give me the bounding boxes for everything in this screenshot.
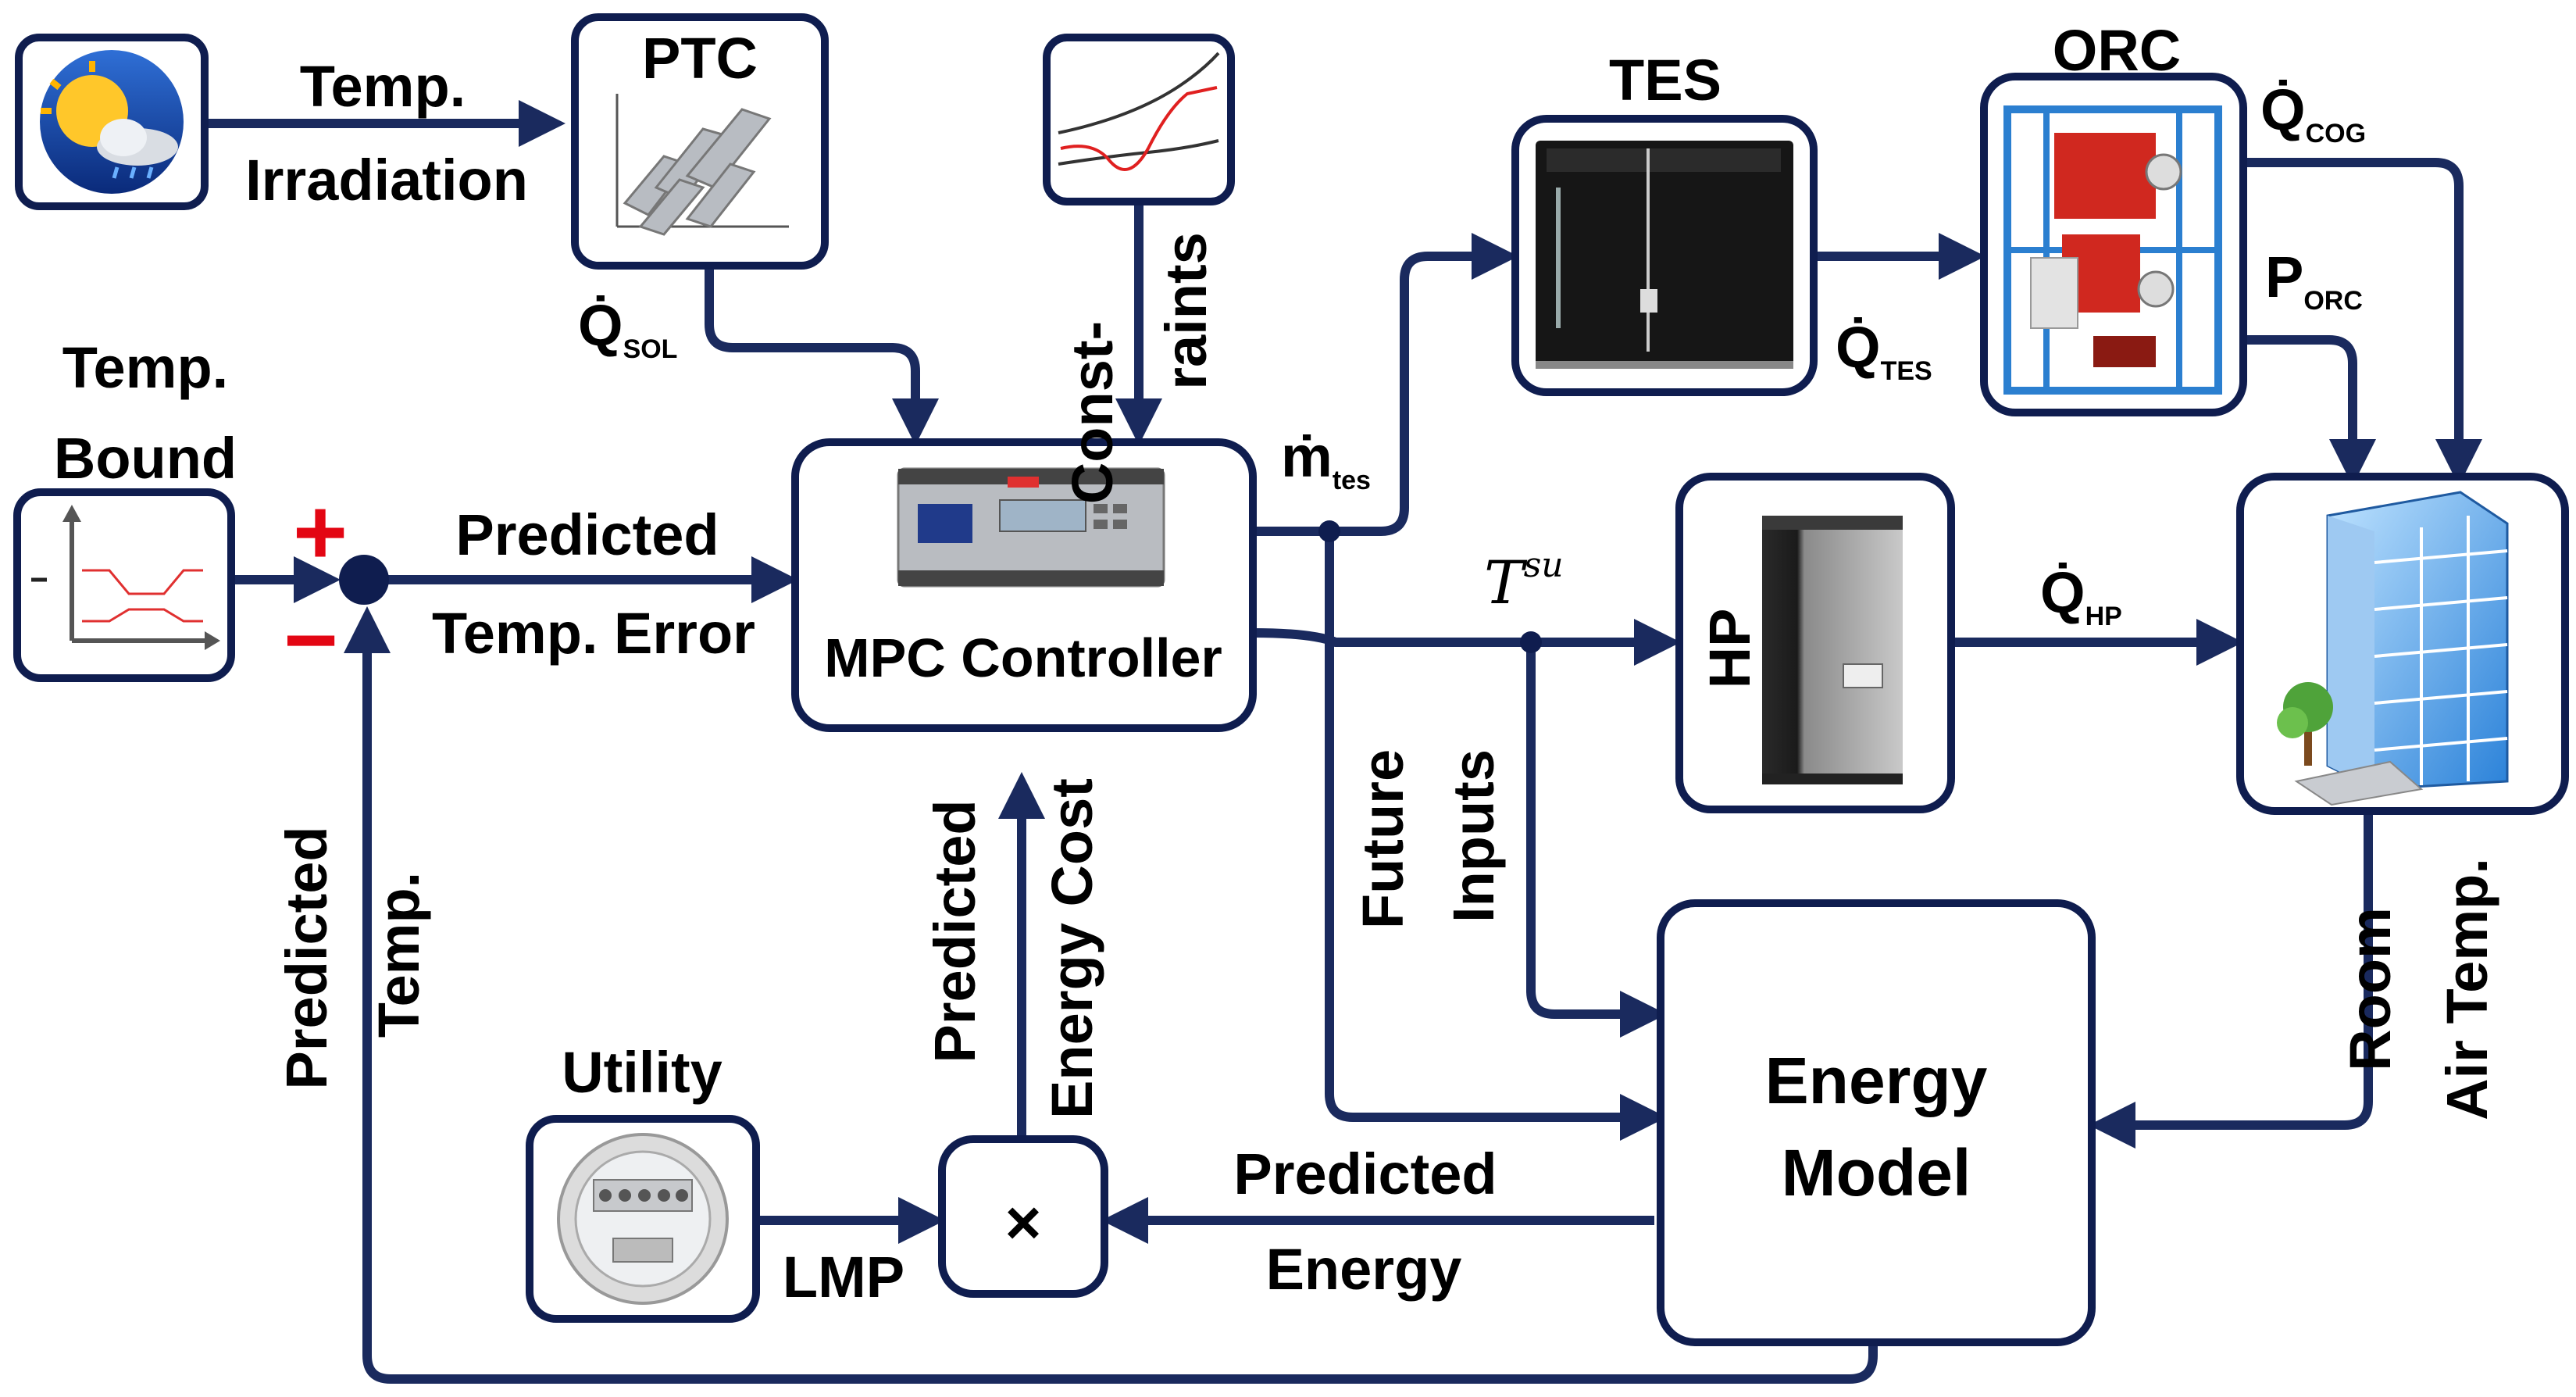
hp-block xyxy=(1675,473,1955,813)
q-sol-sub: SOL xyxy=(623,334,678,364)
utility-title: Utility xyxy=(562,1040,722,1105)
constraints-label-line1: Const- xyxy=(1060,321,1125,504)
ptc-title: PTC xyxy=(642,26,758,91)
solar-collector-icon xyxy=(615,94,789,236)
q-cog-label: Q̇COG xyxy=(2260,77,2366,148)
room-temp-to-energy-model-arrow xyxy=(2089,811,2373,1149)
temp-bound-box xyxy=(13,488,235,682)
q-sol-main: Q̇ xyxy=(578,293,623,358)
mtes-to-energy-model-arrow xyxy=(1325,531,1667,1141)
predicted-temp-line2: Temp. xyxy=(366,872,431,1038)
irradiation-label: Irradiation xyxy=(245,148,528,213)
predicted-temp-error-line1: Predicted xyxy=(455,502,719,567)
mpc-controller-block xyxy=(791,438,1257,732)
q-hp-sub: HP xyxy=(2085,602,2122,631)
t-su-main: T xyxy=(1484,548,1528,617)
predicted-temp-line1: Predicted xyxy=(274,826,339,1089)
energy-model-label-line1: Energy xyxy=(1765,1044,1988,1117)
thermal-storage-tank-icon xyxy=(1536,141,1793,369)
tes-block xyxy=(1511,115,1818,396)
energy-model-label-line2: Model xyxy=(1782,1136,1971,1209)
hp-label: HP xyxy=(1697,609,1762,689)
tsu-to-energy-model-arrow xyxy=(1526,642,1667,1038)
utility-block xyxy=(526,1115,760,1323)
mtes-junction-dot xyxy=(1318,520,1340,542)
summing-junction xyxy=(339,555,389,605)
t-su-label: Tsu xyxy=(1484,545,1564,617)
q-tes-main: Q̇ xyxy=(1836,315,1881,380)
orc-title: ORC xyxy=(2053,18,2181,83)
temp-bound-label-line2: Bound xyxy=(54,426,237,491)
m-tes-label: ṁtes xyxy=(1281,424,1371,495)
constraints-label-line2: raints xyxy=(1154,232,1218,390)
multiply-symbol: × xyxy=(1005,1188,1042,1257)
temp-label: Temp. xyxy=(300,54,466,119)
office-building-icon xyxy=(2277,491,2509,806)
plus-sign: + xyxy=(293,480,348,584)
orc-cog-to-building-arrow xyxy=(2243,158,2482,486)
orc-unit-icon xyxy=(2003,105,2222,395)
heat-pump-icon xyxy=(1762,516,1903,784)
mpc-controller-label: MPC Controller xyxy=(824,627,1222,688)
q-hp-label: Q̇HP xyxy=(2040,560,2122,631)
p-orc-main: P xyxy=(2265,245,2303,309)
controller-to-hp-arrow xyxy=(1252,619,1681,666)
ptc-to-controller-arrow xyxy=(705,264,939,445)
constraints-block xyxy=(1043,34,1235,205)
connection-lines xyxy=(205,100,2482,1384)
temp-bound-label-line1: Temp. xyxy=(62,335,228,400)
predicted-temp-feedback-arrow xyxy=(344,606,1878,1384)
q-cog-main: Q̇ xyxy=(2260,77,2306,142)
ptc-block xyxy=(571,13,829,270)
q-tes-label: Q̇TES xyxy=(1836,315,1932,386)
q-tes-sub: TES xyxy=(1881,356,1932,386)
q-hp-main: Q̇ xyxy=(2040,560,2085,625)
p-orc-sub: ORC xyxy=(2303,286,2363,316)
temp-bound-block xyxy=(13,488,235,682)
tes-title: TES xyxy=(1609,48,1721,113)
predicted-energy-line2: Energy xyxy=(1266,1237,1462,1302)
predicted-energy-cost-line1: Predicted xyxy=(922,799,987,1063)
energy-model-box xyxy=(1657,899,2096,1346)
q-sol-label: Q̇SOL xyxy=(578,293,677,364)
m-tes-main: ṁ xyxy=(1281,424,1333,489)
temperature-bound-chart-icon xyxy=(31,505,220,650)
controller-to-tes-arrow xyxy=(1253,233,1518,536)
weather-sun-cloud-icon xyxy=(40,50,184,194)
predicted-energy-cost-line2: Energy Cost xyxy=(1040,778,1104,1119)
orc-block xyxy=(1980,73,2247,416)
plc-controller-icon xyxy=(897,467,1165,588)
future-label: Future xyxy=(1350,749,1415,929)
multiplier-box xyxy=(938,1135,1108,1298)
minus-sign: − xyxy=(284,588,338,692)
electric-meter-icon xyxy=(557,1133,729,1305)
room-label: Room xyxy=(2338,907,2403,1071)
predicted-energy-line1: Predicted xyxy=(1233,1142,1497,1206)
t-su-sup: su xyxy=(1524,545,1564,585)
inputs-label: Inputs xyxy=(1441,749,1506,923)
tsu-junction-dot xyxy=(1520,631,1542,653)
building-block xyxy=(2236,473,2569,815)
orc-power-to-building-arrow xyxy=(2243,335,2376,486)
q-cog-sub: COG xyxy=(2306,119,2366,148)
weather-block xyxy=(15,34,209,210)
p-orc-label: PORC xyxy=(2265,245,2363,316)
m-tes-sub: tes xyxy=(1333,466,1371,495)
constraint-curve-chart-icon xyxy=(1058,52,1220,171)
lmp-label: LMP xyxy=(783,1245,904,1309)
air-temp-label: Air Temp. xyxy=(2435,858,2499,1120)
predicted-temp-error-line2: Temp. Error xyxy=(432,601,755,666)
constraints-box xyxy=(1043,34,1235,205)
